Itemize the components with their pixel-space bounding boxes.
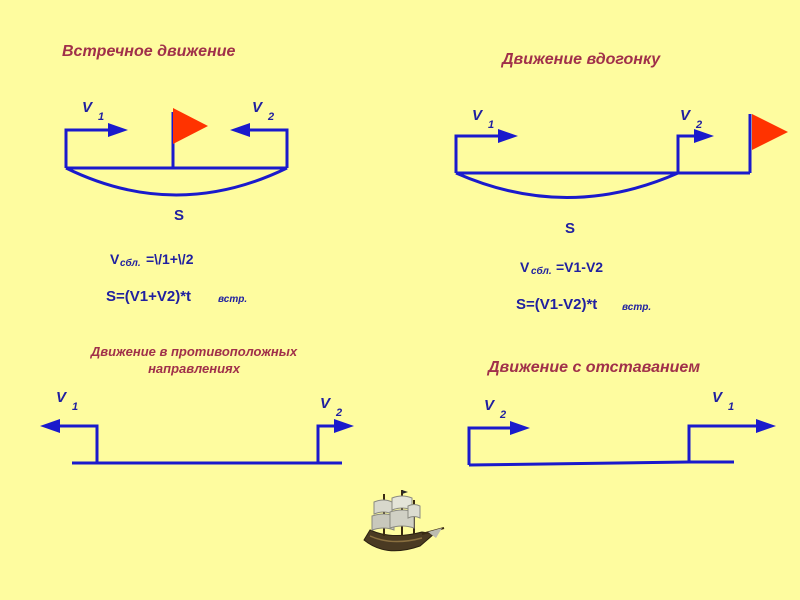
opposite-title-line2: направлениях: [148, 361, 241, 376]
pursuit-v1-arrow-icon: [498, 129, 518, 143]
opposite-section: Движение в противоположных направлениях …: [40, 344, 354, 465]
head-on-formula1-sub: сбл.: [120, 257, 141, 269]
opposite-v2-label: V: [320, 395, 332, 412]
head-on-v1-sub: 1: [98, 111, 104, 123]
pursuit-v2-sub: 2: [695, 119, 702, 131]
lagging-v1-sub: 1: [728, 401, 734, 413]
head-on-formula2-sub: встр.: [218, 294, 247, 305]
pursuit-formula2: S=(V1-V2)*t: [516, 296, 597, 313]
head-on-v2-sub: 2: [267, 111, 274, 123]
opposite-v2-sub: 2: [335, 407, 342, 419]
lagging-v1-arrow-icon: [756, 419, 776, 433]
lagging-v2-sub: 2: [499, 409, 506, 421]
lagging-title: Движение с отставанием: [486, 359, 700, 376]
opposite-v1-arrow-icon: [40, 419, 60, 433]
pursuit-section: Движение вдогонку V 1 V 2 S V сбл. =V1-V…: [454, 51, 788, 313]
head-on-v1-label: V: [82, 99, 94, 116]
lagging-v1-path: [687, 424, 758, 462]
head-on-distance-label: S: [174, 207, 184, 224]
head-on-v2-path: [248, 128, 289, 168]
lagging-v2-arrow-icon: [510, 421, 530, 435]
pursuit-v2-label: V: [680, 107, 692, 124]
head-on-v1-path: [64, 128, 110, 168]
pursuit-formula1-v: V: [520, 259, 530, 275]
lagging-v2-path: [467, 426, 512, 465]
head-on-v2-label: V: [252, 99, 264, 116]
head-on-formula1-rest: =\/1+\/2: [146, 251, 194, 267]
sailing-ship-icon: [363, 490, 445, 552]
pursuit-v1-label: V: [472, 107, 484, 124]
lagging-v2-label: V: [484, 397, 496, 414]
head-on-v2-arrow-icon: [230, 123, 250, 137]
opposite-v1-path: [58, 424, 99, 463]
lagging-road: [468, 460, 734, 467]
head-on-formula1-v: V: [110, 251, 120, 267]
head-on-title: Встречное движение: [62, 43, 236, 60]
head-on-v1-arrow-icon: [108, 123, 128, 137]
pursuit-formula1-rest: =V1-V2: [556, 259, 603, 275]
opposite-v1-label: V: [56, 389, 68, 406]
pursuit-v1-path: [454, 134, 500, 173]
pursuit-v1-sub: 1: [488, 119, 494, 131]
pursuit-title: Движение вдогонку: [500, 51, 661, 68]
opposite-v2-arrow-icon: [334, 419, 354, 433]
pursuit-formula2-sub: встр.: [622, 302, 651, 313]
flag-icon: [173, 108, 208, 144]
head-on-distance-arc: [65, 166, 288, 197]
opposite-v1-sub: 1: [72, 401, 78, 413]
opposite-title-line1: Движение в противоположных: [90, 344, 298, 359]
opposite-v2-path: [316, 424, 336, 463]
flag-icon: [752, 114, 788, 150]
lagging-section: Движение с отставанием V 2 V 1: [467, 359, 776, 467]
pursuit-distance-label: S: [565, 220, 575, 237]
pursuit-formula1-sub: сбл.: [531, 265, 552, 277]
pursuit-v2-path: [676, 134, 696, 173]
lagging-v1-label: V: [712, 389, 724, 406]
pursuit-distance-arc: [455, 171, 679, 199]
head-on-formula2: S=(V1+V2)*t: [106, 288, 191, 305]
pursuit-v2-arrow-icon: [694, 129, 714, 143]
head-on-section: Встречное движение V 1 V 2 S V сбл. =\/1…: [62, 43, 289, 305]
